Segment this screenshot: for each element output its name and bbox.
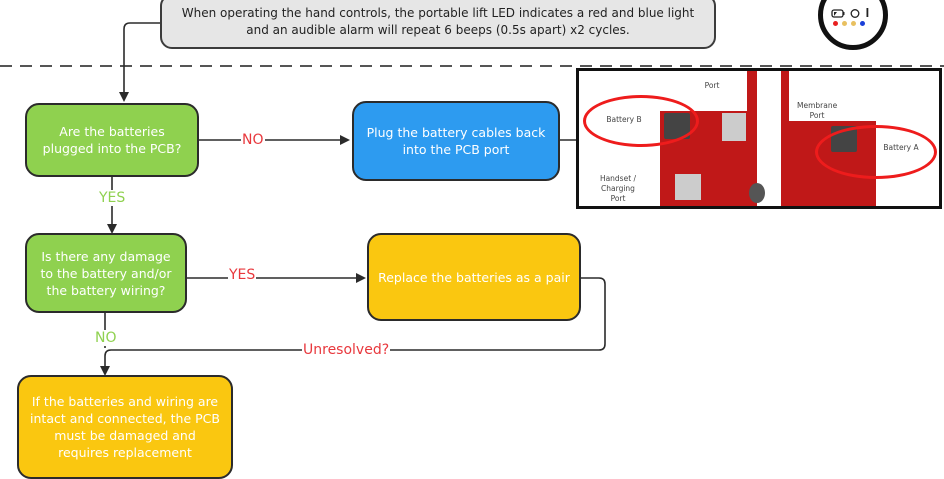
led-red <box>833 21 838 26</box>
edge-label-q1-yes: YES <box>98 190 127 206</box>
power-ring-icon <box>850 9 860 18</box>
pcb-reference-image: Port Battery B Handset / Charging Port M… <box>576 68 942 209</box>
led-status-icons <box>831 8 869 18</box>
edge-label-unresolved: Unresolved? <box>302 342 391 358</box>
action-plug-cables-text: Plug the battery cables back into the PC… <box>366 125 546 157</box>
connector-note-to-q1 <box>119 22 160 102</box>
action-plug-cables: Plug the battery cables back into the PC… <box>352 101 560 181</box>
pcb-label-battery-b: Battery B <box>606 115 642 124</box>
action-replace-batteries-text: Replace the batteries as a pair <box>378 269 570 285</box>
decision-batteries-plugged: Are the batteries plugged into the PCB? <box>25 103 199 177</box>
alert-bar-icon <box>866 8 869 17</box>
battery-a-highlight <box>815 125 937 179</box>
action-replace-pcb-text: If the batteries and wiring are intact a… <box>30 394 220 460</box>
handset-connector <box>675 174 701 200</box>
action-replace-pcb: If the batteries and wiring are intact a… <box>17 375 233 479</box>
decision-battery-damage: Is there any damage to the battery and/o… <box>25 233 187 313</box>
pcb-left-strip <box>747 71 757 116</box>
edge-label-q2-no: NO <box>94 330 118 346</box>
pcb-label-membrane: Membrane Port <box>797 101 838 120</box>
edge-label-q1-no: NO <box>241 132 265 148</box>
pcb-right-strip <box>781 71 789 121</box>
led-amber-1 <box>842 21 847 26</box>
action-replace-batteries: Replace the batteries as a pair <box>367 233 581 321</box>
port-connector <box>722 113 746 141</box>
pcb-label-battery-a: Battery A <box>883 143 919 152</box>
led-blue <box>860 21 865 26</box>
battery-icon <box>831 9 845 18</box>
connector-unresolved <box>100 277 606 376</box>
led-indicator-panel <box>818 0 888 50</box>
led-amber-2 <box>851 21 856 26</box>
symptom-note-text: When operating the hand controls, the po… <box>181 5 695 37</box>
pcb-label-handset: Handset / Charging Port <box>599 174 637 203</box>
round-connector <box>749 183 765 203</box>
decision-batteries-plugged-text: Are the batteries plugged into the PCB? <box>42 124 182 156</box>
battery-b-highlight <box>583 95 699 147</box>
edge-label-q2-yes: YES <box>228 267 257 283</box>
pcb-label-port: Port <box>704 81 720 90</box>
decision-battery-damage-text: Is there any damage to the battery and/o… <box>40 248 172 298</box>
symptom-note: When operating the hand controls, the po… <box>160 0 716 49</box>
